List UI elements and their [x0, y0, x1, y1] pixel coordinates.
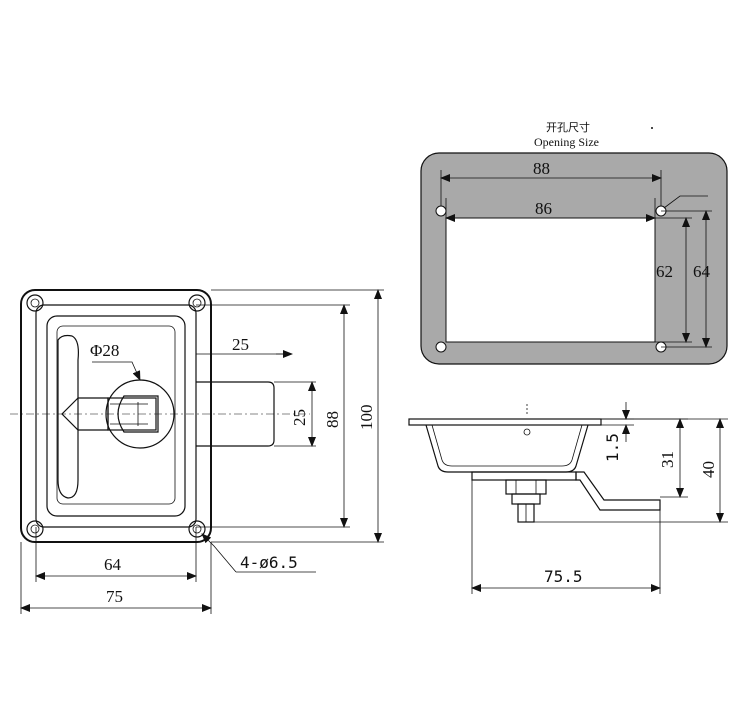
mounting-hole-top-right — [188, 294, 206, 312]
side-dim-75-5: 75.5 — [544, 567, 583, 586]
t-handle-shaft — [107, 397, 157, 431]
opening-dim-64: 64 — [693, 262, 711, 281]
side-base-plate — [471, 471, 577, 481]
side-cam-arm — [575, 471, 661, 511]
front-view: Φ28 25 25 88 100 4-ø6.5 64 75 — [10, 289, 384, 614]
side-body — [425, 424, 589, 473]
t-handle-bar — [57, 334, 79, 499]
dim-88-vertical: 88 — [323, 411, 342, 428]
dim-25-vertical: 25 — [290, 409, 309, 426]
opening-title-cn: 开孔尺寸 — [546, 120, 590, 134]
side-view: 1.5 31 40 75.5 — [408, 402, 728, 594]
t-handle-stem — [61, 397, 109, 431]
mounting-hole-top-left — [26, 294, 44, 312]
side-dim-31: 31 — [658, 451, 677, 468]
side-dim-1-5: 1.5 — [603, 433, 622, 462]
side-dim-40: 40 — [699, 461, 718, 478]
opening-dim-86: 86 — [535, 199, 552, 218]
opening-size-view: 开孔尺寸 Opening Size 88 86 62 64 — [420, 120, 728, 365]
latch-flange-inner — [35, 304, 197, 528]
side-screw-hole — [523, 428, 531, 436]
side-flange — [408, 418, 602, 426]
lock-slot — [117, 395, 159, 433]
panel-hole-bottom-left — [435, 341, 447, 353]
dim-25-horizontal: 25 — [232, 335, 249, 354]
side-nut — [505, 479, 547, 495]
mounting-hole-bottom-left — [26, 520, 44, 538]
opening-title-en: Opening Size — [534, 135, 599, 149]
dim-100-vertical: 100 — [357, 405, 376, 431]
opening-dim-62: 62 — [656, 262, 673, 281]
cutout-opening — [445, 217, 656, 343]
opening-dim-88: 88 — [533, 159, 550, 178]
latch-flange-outline — [20, 289, 212, 543]
panel-hole-top-left — [435, 205, 447, 217]
phi-28-label: Φ28 — [90, 341, 119, 360]
latch-recess-outline — [46, 315, 186, 517]
dim-64-horizontal: 64 — [104, 555, 122, 574]
stray-dot — [651, 127, 653, 129]
mounting-hole-bottom-right — [188, 520, 206, 538]
lock-keyway — [110, 403, 148, 425]
side-washer — [511, 493, 541, 505]
hole-spec-label: 4-ø6.5 — [240, 553, 298, 572]
latch-recess-inner — [56, 325, 176, 505]
dim-75-horizontal: 75 — [106, 587, 123, 606]
